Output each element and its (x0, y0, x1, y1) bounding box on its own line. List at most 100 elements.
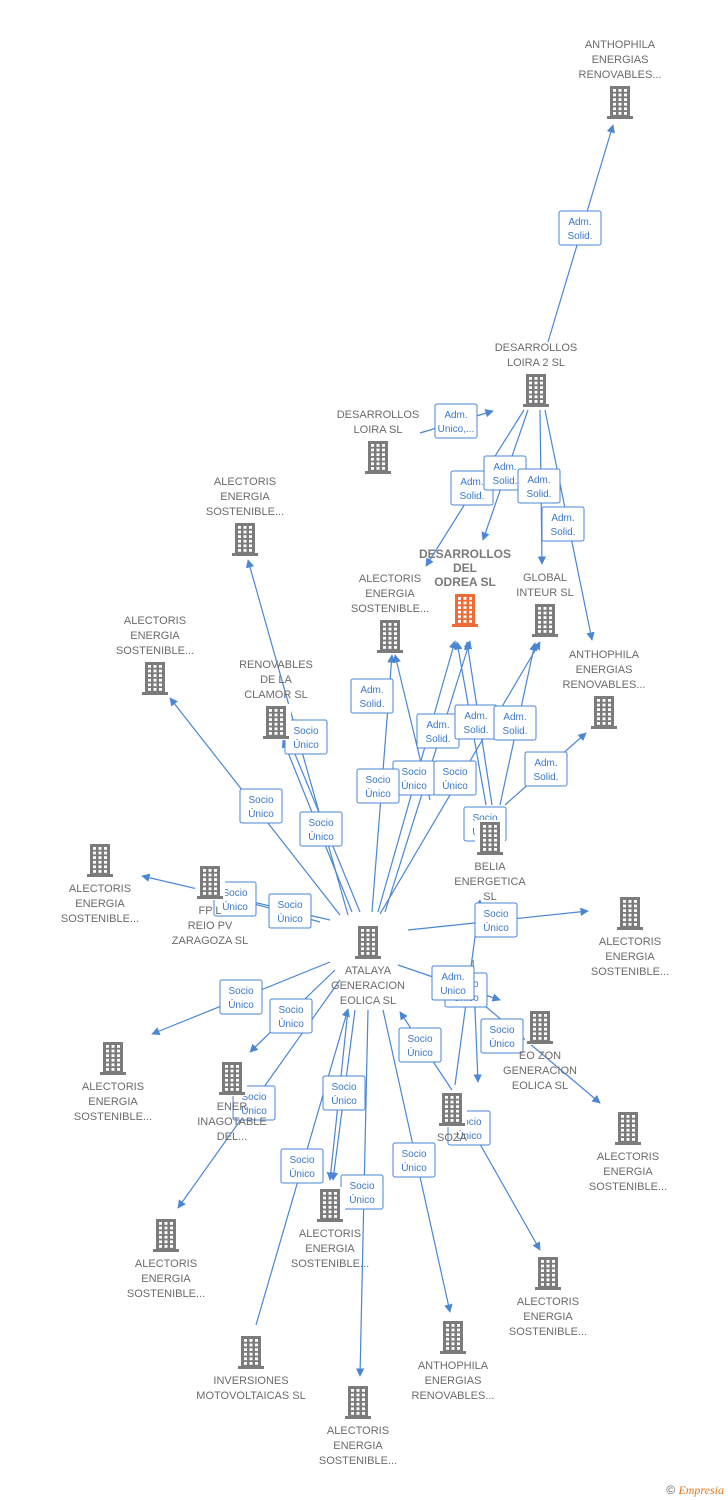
company-name-line: ALECTORIS (599, 936, 661, 948)
company-node-alectoris_9[interactable]: ALECTORISENERGIASOSTENIBLE... (291, 1187, 369, 1270)
company-node-alectoris_11[interactable]: ALECTORISENERGIASOSTENIBLE... (319, 1384, 397, 1467)
edge-label-atalaya-alectoris_2[interactable]: Adm.Solid. (350, 678, 394, 714)
company-node-alectoris_8[interactable]: ALECTORISENERGIASOSTENIBLE... (127, 1217, 205, 1300)
company-name-line: ENERGIA (605, 951, 655, 963)
company-node-alectoris_5[interactable]: ALECTORISENERGIASOSTENIBLE... (591, 895, 669, 978)
company-node-soza[interactable]: SOZA (437, 1091, 468, 1144)
edge-label-text: Solid. (425, 734, 450, 745)
company-name-line: GENERACION (331, 980, 405, 992)
company-node-alectoris_2[interactable]: ALECTORISENERGIASOSTENIBLE... (351, 573, 429, 654)
company-name-line: ALECTORIS (359, 573, 421, 585)
building-icon (535, 1257, 561, 1290)
company-node-alectoris_4[interactable]: ALECTORISENERGIASOSTENIBLE... (61, 842, 139, 925)
company-name-line: GENERACION (503, 1065, 577, 1077)
brand-logo[interactable]: Empresia (678, 1483, 724, 1497)
company-name-line: ALECTORIS (214, 476, 276, 488)
company-name-line: SOSTENIBLE... (589, 1181, 667, 1193)
company-node-alectoris_7[interactable]: ALECTORISENERGIASOSTENIBLE... (589, 1110, 667, 1193)
building-icon (219, 1062, 245, 1095)
edge-label-loira2-anthophila_mid[interactable]: Adm.Solid. (541, 506, 585, 542)
edge-label-text: Adm. (568, 217, 591, 228)
edge-label-text: Adm. (527, 475, 550, 486)
edge-label-loira2-global[interactable]: Adm.Solid. (517, 468, 561, 504)
company-name-line: RENOVABLES... (563, 679, 646, 691)
company-node-alectoris_6[interactable]: ALECTORISENERGIASOSTENIBLE... (74, 1040, 152, 1123)
company-name-line: SOZA (437, 1132, 468, 1144)
building-icon (607, 86, 633, 119)
edge-label-belia-alectoris_2[interactable]: Adm.Solid. (416, 713, 460, 749)
company-node-inagotable[interactable]: ENERINAGOTABLEDEL... (197, 1060, 267, 1143)
company-node-anthophila_bottom[interactable]: ANTHOPHILAENERGIASRENOVABLES... (412, 1319, 495, 1402)
company-node-anthophila_top[interactable]: ANTHOPHILAENERGIASRENOVABLES... (579, 39, 662, 120)
edge-label-belia-odrea[interactable]: Adm.Solid. (454, 704, 498, 740)
company-name-line: DEL (453, 561, 477, 575)
company-name-line: SL (483, 891, 496, 903)
building-icon (532, 604, 558, 637)
company-name-line: ANTHOPHILA (418, 1360, 489, 1372)
edge-label-loira2-anthophila_top[interactable]: Adm.Solid. (558, 210, 602, 246)
company-name-line: INTEUR SL (516, 587, 573, 599)
nodes-layer: ANTHOPHILAENERGIASRENOVABLES...DESARROLL… (61, 39, 669, 1467)
building-icon (197, 866, 223, 899)
company-name-line: FP L (198, 905, 221, 917)
company-node-alectoris_10[interactable]: ALECTORISENERGIASOSTENIBLE... (509, 1255, 587, 1338)
edge-label-text: Solid. (459, 491, 484, 502)
company-name-line: ENERGIA (130, 630, 180, 642)
company-name-line: ENERGIA (523, 1311, 573, 1323)
company-name-line: RENOVABLES... (412, 1390, 495, 1402)
edge-label-text: Único (442, 779, 468, 792)
building-icon (452, 594, 478, 627)
company-name-line: SOSTENIBLE... (509, 1326, 587, 1338)
company-name-line: ENERGIA (88, 1096, 138, 1108)
company-name-line: ANTHOPHILA (569, 649, 640, 661)
edge-label-loira-loira2[interactable]: Adm.Unico,... (434, 403, 478, 439)
edge-label-belia-anthophila_mid[interactable]: Adm.Solid. (524, 751, 568, 787)
company-name-line: ENERGIAS (592, 54, 649, 66)
company-node-anthophila_mid[interactable]: ANTHOPHILAENERGIASRENOVABLES... (563, 649, 646, 730)
building-icon (527, 1011, 553, 1044)
edge-label-text: Socio (248, 795, 273, 806)
company-name-line: DESARROLLOS (495, 342, 578, 354)
edge-label-text: Solid. (550, 527, 575, 538)
edge-label-text: Solid. (492, 476, 517, 487)
company-node-alectoris_1[interactable]: ALECTORISENERGIASOSTENIBLE... (206, 476, 284, 557)
company-name-line: ALECTORIS (597, 1151, 659, 1163)
edge-label-belia-global[interactable]: Adm.Solid. (493, 705, 537, 741)
edge-label-soza-belia[interactable]: Adm.Unico (431, 965, 475, 1001)
company-name-line: SOSTENIBLE... (127, 1288, 205, 1300)
building-icon (238, 1336, 264, 1369)
edge-label-text: Adm. (360, 685, 383, 696)
company-node-alectoris_3[interactable]: ALECTORISENERGIASOSTENIBLE... (116, 615, 194, 696)
edge-label-text: Socio (349, 1181, 374, 1192)
company-name-line: SOSTENIBLE... (291, 1258, 369, 1270)
edge-label-text: Solid. (502, 726, 527, 737)
company-name-line: SOSTENIBLE... (74, 1111, 152, 1123)
edge-label-loira2-odrea[interactable]: Adm.Solid. (450, 470, 494, 506)
edge-label-text: Socio (456, 1117, 481, 1128)
